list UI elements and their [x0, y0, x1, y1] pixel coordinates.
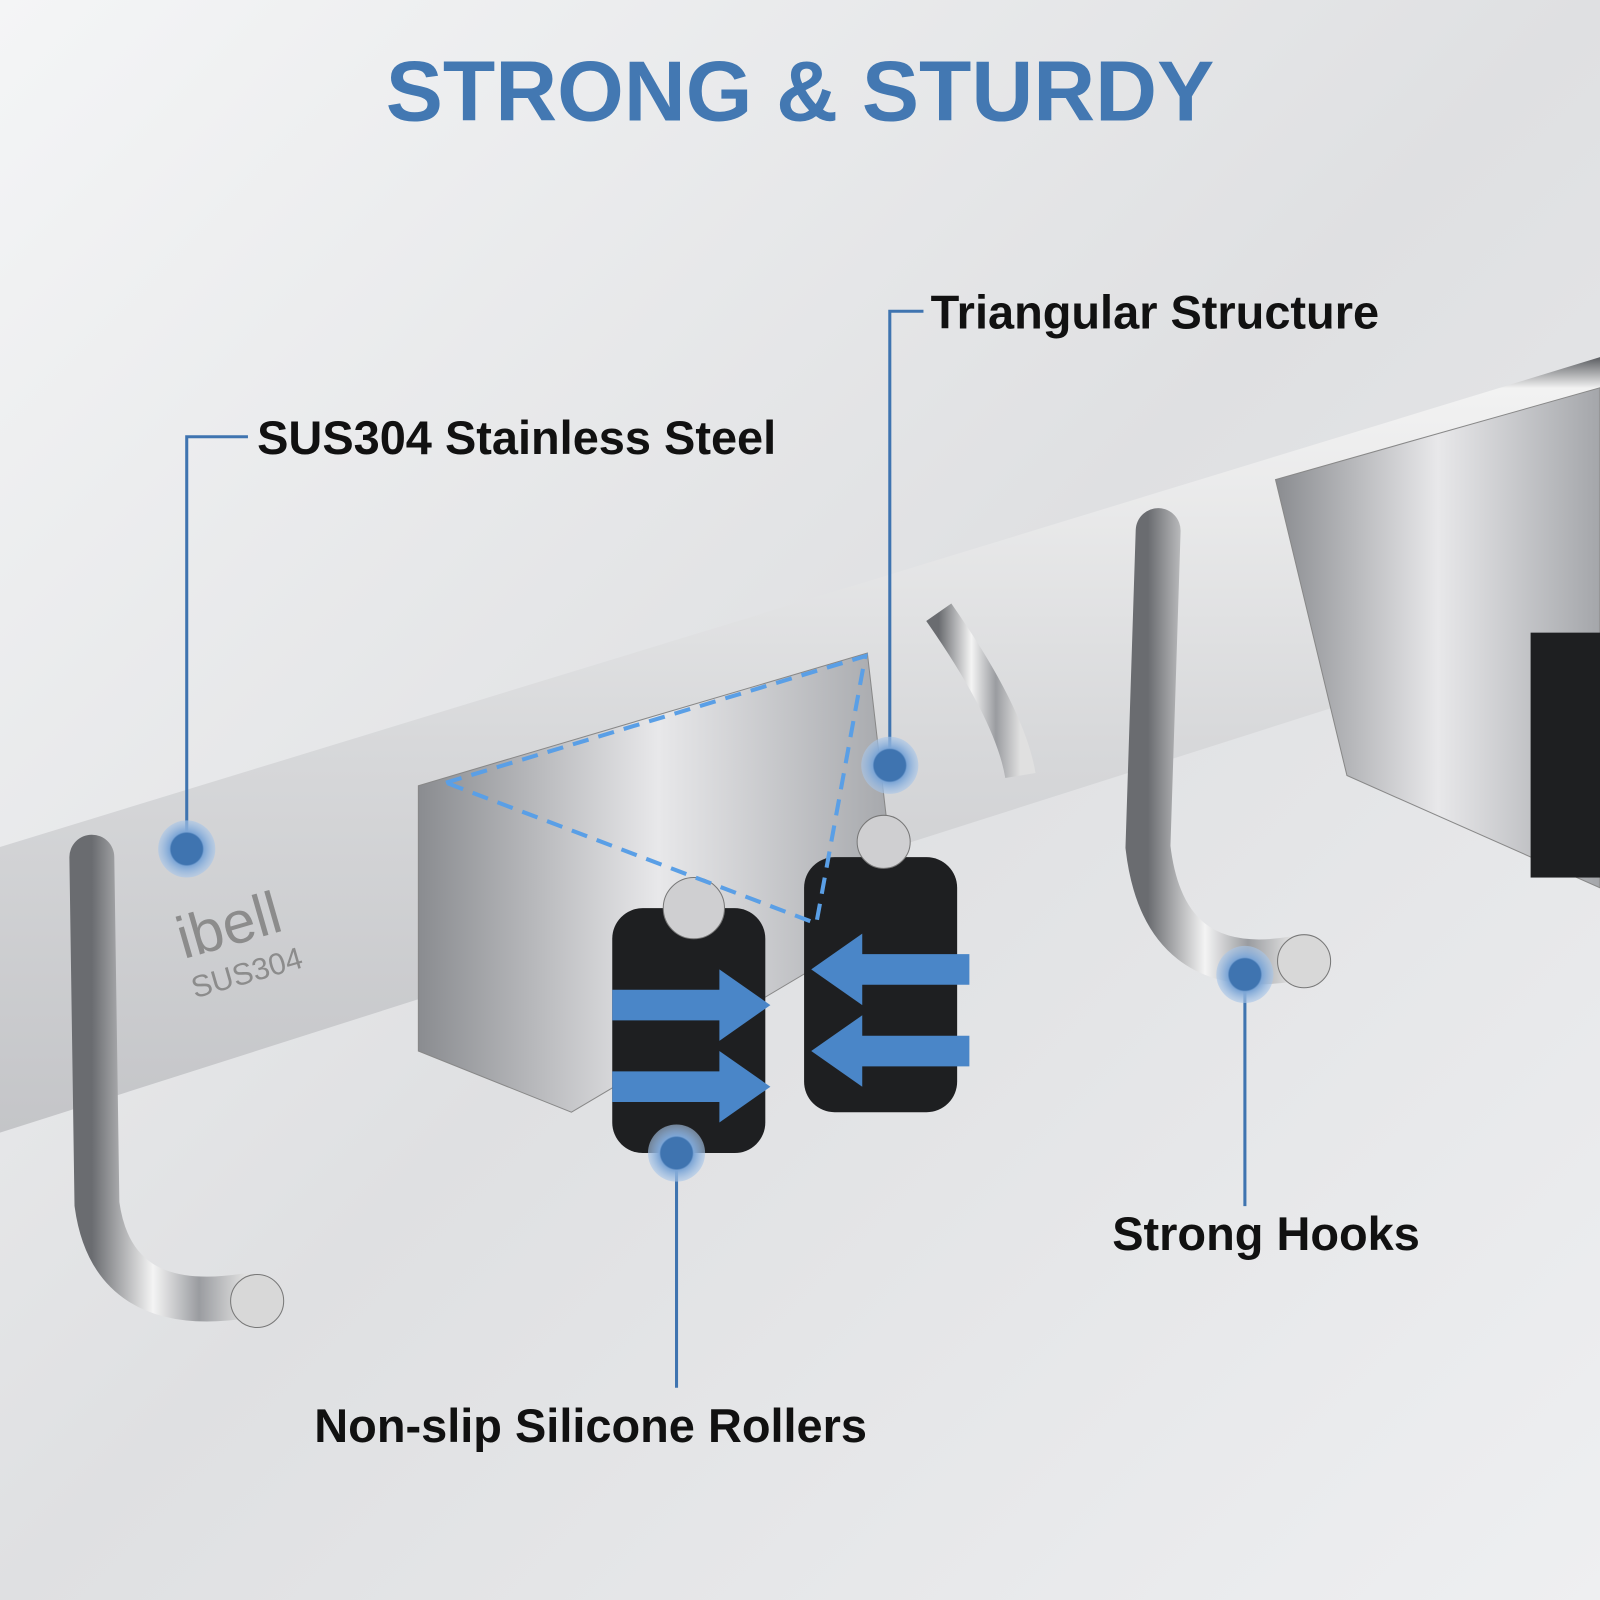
leader-triangular [888, 309, 924, 766]
page-title: STRONG & STURDY [386, 43, 1215, 139]
marker-dot [647, 1124, 706, 1182]
arrow-right-icon [612, 969, 771, 1041]
label-stainless-steel: SUS304 Stainless Steel [257, 412, 776, 464]
roller-right-clip [1530, 632, 1600, 878]
hook-back [926, 603, 1036, 779]
hook-left-ball [230, 1273, 285, 1329]
hook-middle-ball [1277, 934, 1332, 989]
hook-left [69, 834, 268, 1322]
marker-dot [1216, 945, 1274, 1004]
leader-steel [185, 435, 248, 849]
label-triangular-structure: Triangular Structure [931, 287, 1379, 339]
triangle-outline [439, 653, 868, 927]
marker-dot [158, 820, 216, 878]
marker-dot [861, 736, 919, 794]
arrow-left-icon [811, 1015, 970, 1087]
arrow-left-icon [811, 933, 970, 1006]
roller-left [612, 908, 766, 1154]
rivet-left [662, 877, 725, 940]
label-silicone-rollers: Non-slip Silicone Rollers [314, 1400, 867, 1452]
grip-arrows [612, 933, 970, 1123]
label-strong-hooks: Strong Hooks [1112, 1208, 1420, 1260]
arrow-right-icon [612, 1051, 771, 1123]
rivet-right [856, 814, 911, 869]
mop-clip-right [1274, 387, 1600, 889]
